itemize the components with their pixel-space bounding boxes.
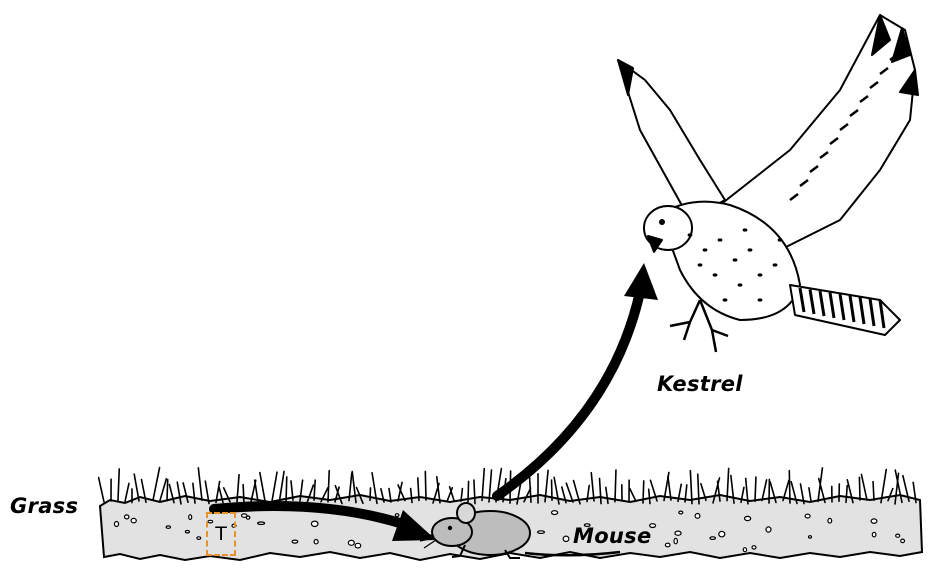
pebble: [552, 511, 558, 515]
pebble: [355, 543, 361, 548]
plumage-spot: [773, 263, 778, 266]
grass-blade: [873, 482, 874, 501]
plumage-spot: [778, 238, 783, 241]
grass-blade: [153, 468, 160, 501]
kestrel-eye: [659, 219, 665, 225]
arrow-head-mouse-to-kestrel: [624, 263, 658, 300]
pebble: [242, 514, 247, 517]
t-marker[interactable]: T: [206, 512, 236, 556]
pebble: [563, 536, 569, 541]
pebble: [292, 540, 298, 543]
plumage-spot: [713, 273, 718, 276]
plumage-spot: [743, 228, 748, 231]
pebble: [189, 515, 192, 520]
pebble: [752, 546, 756, 549]
pebble: [805, 514, 810, 518]
grass-blade: [690, 471, 692, 504]
kestrel-illustration: [618, 15, 918, 352]
grass-blade: [755, 477, 756, 501]
pebble: [896, 534, 900, 537]
grass-blade: [861, 474, 867, 500]
grass-blade: [789, 471, 790, 503]
label-grass: Grass: [10, 494, 78, 518]
pebble: [872, 532, 876, 537]
grass-blade: [198, 468, 202, 500]
plumage-spot: [698, 263, 703, 266]
pebble: [395, 514, 399, 517]
pebble: [665, 543, 670, 547]
plumage-spot: [748, 248, 753, 251]
grass-blade: [134, 474, 139, 501]
grass-blade: [272, 472, 277, 501]
grass-blade: [260, 473, 265, 501]
pebble: [710, 537, 715, 540]
pebble: [695, 514, 700, 519]
pebble: [166, 526, 170, 528]
grass-blade: [591, 473, 594, 501]
pebble: [131, 518, 136, 522]
pebble: [197, 537, 201, 540]
grass-blade: [125, 483, 129, 501]
grass-blade: [762, 480, 767, 501]
grass-blade: [474, 480, 475, 504]
plumage-spot: [758, 273, 763, 276]
grass-blade: [468, 481, 469, 501]
grass-blade: [328, 471, 329, 502]
grass-blade: [160, 479, 166, 501]
grass-blade: [167, 480, 168, 501]
plumage-spot: [703, 248, 708, 251]
grass-blade: [482, 469, 484, 501]
plumage-spot: [718, 238, 723, 241]
pebble: [745, 516, 751, 520]
grass-blade: [859, 477, 860, 500]
pebble: [679, 511, 683, 514]
grass-blade: [630, 489, 636, 502]
pebble: [311, 521, 318, 526]
pebble: [675, 531, 681, 535]
plumage-spot: [758, 298, 763, 301]
pebble: [314, 540, 318, 544]
grass-blade: [425, 471, 426, 500]
plumage-spot: [733, 258, 738, 261]
mouse-eye: [448, 526, 452, 530]
grass-blade: [99, 478, 104, 502]
grass-blade: [615, 470, 616, 502]
plumage-spot: [738, 283, 743, 286]
grass-blade: [118, 469, 119, 500]
pebble: [674, 538, 677, 543]
pebble: [114, 522, 118, 527]
plumage-spot: [688, 233, 693, 236]
grass-blade: [243, 485, 244, 504]
pebble: [185, 531, 189, 533]
pebble: [766, 527, 771, 532]
grass-blade: [566, 483, 573, 502]
pebble: [871, 519, 877, 523]
pebble: [538, 531, 545, 534]
kestrel-left-wing: [618, 60, 725, 220]
grass-blade: [286, 477, 287, 503]
pebble: [828, 518, 832, 523]
plumage-spot: [723, 298, 728, 301]
pebble: [258, 522, 265, 524]
grass-blade: [370, 488, 371, 500]
pebble: [901, 539, 905, 543]
pebble: [809, 536, 812, 538]
mouse-ear: [457, 503, 475, 523]
grass-blade: [643, 481, 644, 503]
label-mouse: Mouse: [573, 524, 652, 548]
pebble: [743, 548, 746, 552]
pebble: [719, 531, 725, 536]
label-kestrel: Kestrel: [657, 372, 743, 396]
grass-blade: [809, 488, 811, 501]
pebble: [125, 515, 129, 519]
pebble: [348, 540, 354, 545]
arrow-mouse-to-kestrel: [497, 292, 640, 496]
